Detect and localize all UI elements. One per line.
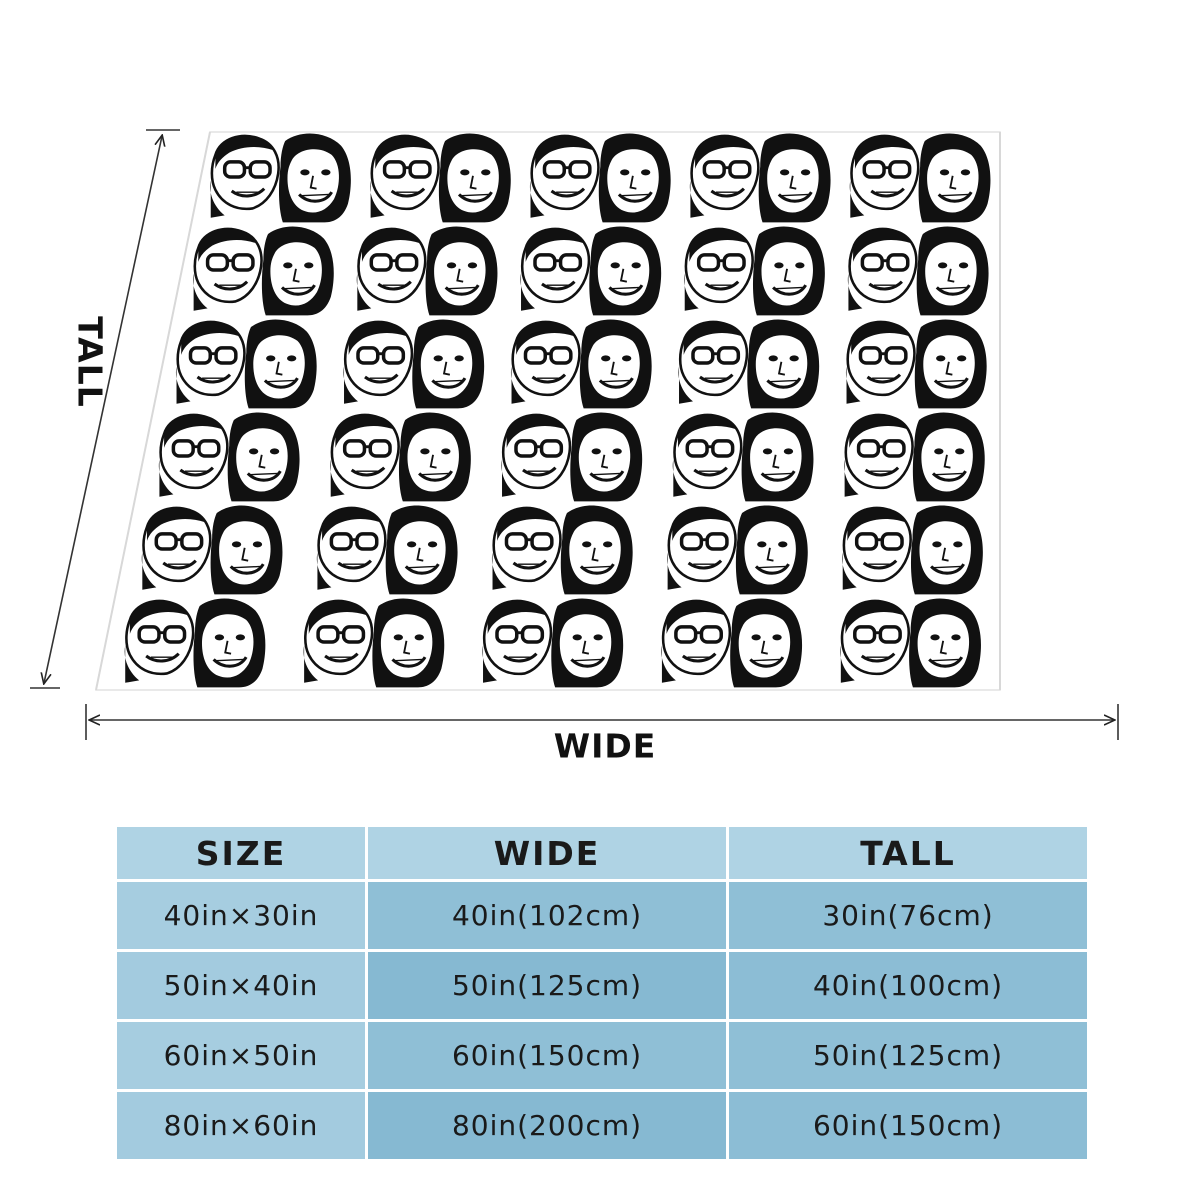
header-tall: TALL [729, 827, 1087, 879]
wide-label: WIDE [553, 726, 657, 766]
wide-cell: 40in(102cm) [368, 882, 726, 949]
size-cell: 50in×40in [117, 952, 365, 1019]
tall-dimension-arrow [44, 136, 162, 683]
size-row: 50in×40in 50in(125cm) 40in(100cm) [117, 952, 1087, 1019]
size-row: 60in×50in 60in(150cm) 50in(125cm) [117, 1022, 1087, 1089]
tall-label: TALL [70, 316, 110, 408]
tall-cell: 60in(150cm) [729, 1092, 1087, 1159]
size-chart-table: SIZE WIDE TALL 40in×30in 40in(102cm) 30i… [114, 824, 1090, 1162]
header-size: SIZE [117, 827, 365, 879]
size-chart-header-row: SIZE WIDE TALL [117, 827, 1087, 879]
tall-cell: 40in(100cm) [729, 952, 1087, 1019]
tall-cell: 30in(76cm) [729, 882, 1087, 949]
header-wide: WIDE [368, 827, 726, 879]
size-cell: 40in×30in [117, 882, 365, 949]
tall-cell: 50in(125cm) [729, 1022, 1087, 1089]
size-cell: 60in×50in [117, 1022, 365, 1089]
wide-cell: 80in(200cm) [368, 1092, 726, 1159]
blanket-illustration [30, 129, 1119, 740]
size-row: 40in×30in 40in(102cm) 30in(76cm) [117, 882, 1087, 949]
wide-cell: 60in(150cm) [368, 1022, 726, 1089]
size-row: 80in×60in 80in(200cm) 60in(150cm) [117, 1092, 1087, 1159]
size-cell: 80in×60in [117, 1092, 365, 1159]
wide-cell: 50in(125cm) [368, 952, 726, 1019]
